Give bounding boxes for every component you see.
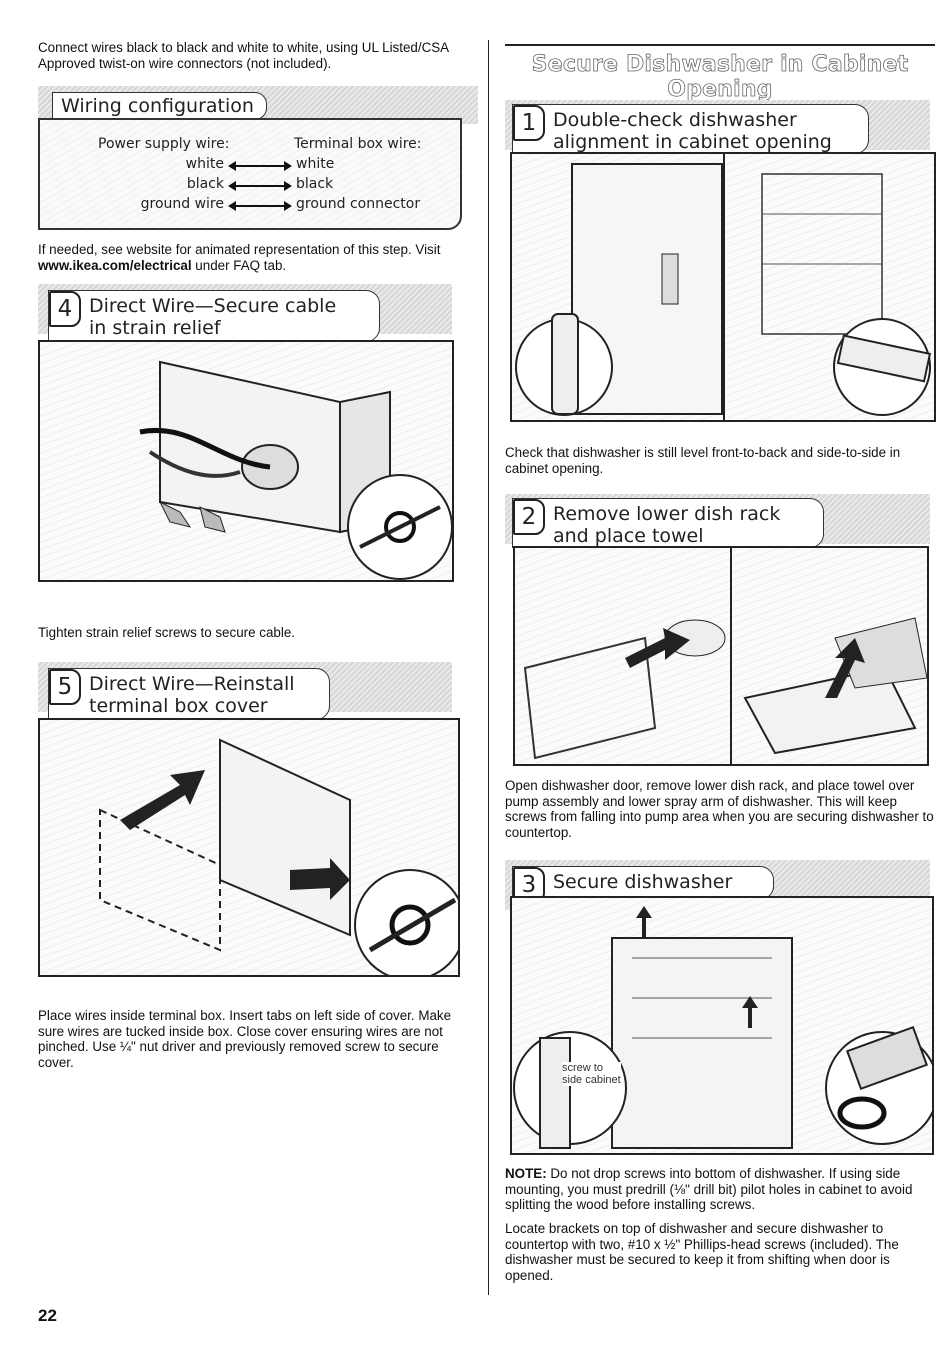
step3-title: Secure dishwasher <box>553 871 733 893</box>
wire-right-ground: ground connector <box>296 196 421 212</box>
step4-number: 4 <box>49 291 81 327</box>
step1-illustration <box>510 152 936 422</box>
step2-number: 2 <box>513 499 545 535</box>
double-arrow-icon <box>228 181 292 191</box>
step2-illustration <box>513 546 929 766</box>
step2-caption: Open dishwasher door, remove lower dish … <box>505 778 934 840</box>
wire-left-ground: ground wire <box>140 196 224 212</box>
ikea-electrical-link[interactable]: www.ikea.com/electrical <box>38 257 192 273</box>
step5-title: Direct Wire—Reinstall terminal box cover <box>89 673 295 717</box>
double-arrow-icon <box>228 161 292 171</box>
intro-text: Connect wires black to black and white t… <box>38 40 449 71</box>
step4-caption: Tighten strain relief screws to secure c… <box>38 625 296 640</box>
wire-left-black: black <box>186 176 224 192</box>
step3-title-box: 3 Secure dishwasher <box>512 866 774 903</box>
step1-number: 1 <box>513 105 545 141</box>
screw-callout: screw to side cabinet <box>562 1062 621 1086</box>
section-rule <box>505 44 935 46</box>
section-heading: Secure Dishwasher in Cabinet Opening <box>531 52 909 103</box>
step5-caption: Place wires inside terminal box. Insert … <box>38 1008 452 1070</box>
wiring-config-banner: Wiring configuration <box>38 86 478 124</box>
power-supply-header: Power supply wire: <box>98 136 230 152</box>
page-number: 22 <box>38 1306 57 1325</box>
step3-illustration: screw to side cabinet <box>510 896 934 1155</box>
step4-title: Direct Wire—Secure cable in strain relie… <box>89 295 337 339</box>
step5-number: 5 <box>49 669 81 705</box>
step5-illustration <box>38 718 460 977</box>
step2-title: Remove lower dish rack and place towel <box>553 503 781 547</box>
step1-title: Double-check dishwasher alignment in cab… <box>553 109 832 153</box>
wire-left-white: white <box>185 156 224 172</box>
step5-title-box: 5 Direct Wire—Reinstall terminal box cov… <box>48 668 330 720</box>
step2-title-box: 2 Remove lower dish rack and place towel <box>512 498 824 548</box>
wiring-config-title: Wiring configuration <box>52 92 267 120</box>
website-note: If needed, see website for animated repr… <box>38 242 441 273</box>
step1-title-box: 1 Double-check dishwasher alignment in c… <box>512 104 869 154</box>
step1-caption: Check that dishwasher is still level fro… <box>505 445 901 476</box>
step3-note: NOTE: Do not drop screws into bottom of … <box>505 1166 913 1212</box>
wire-right-white: white <box>296 156 335 172</box>
wire-right-black: black <box>296 176 334 192</box>
step4-illustration <box>38 340 454 582</box>
step3-caption: Locate brackets on top of dishwasher and… <box>505 1221 899 1283</box>
wiring-config-box: Power supply wire: Terminal box wire: wh… <box>38 118 462 230</box>
terminal-box-header: Terminal box wire: <box>294 136 422 152</box>
step4-title-box: 4 Direct Wire—Secure cable in strain rel… <box>48 290 380 342</box>
double-arrow-icon <box>228 201 292 211</box>
column-divider <box>488 40 489 1295</box>
note-label: NOTE: <box>505 1166 547 1181</box>
